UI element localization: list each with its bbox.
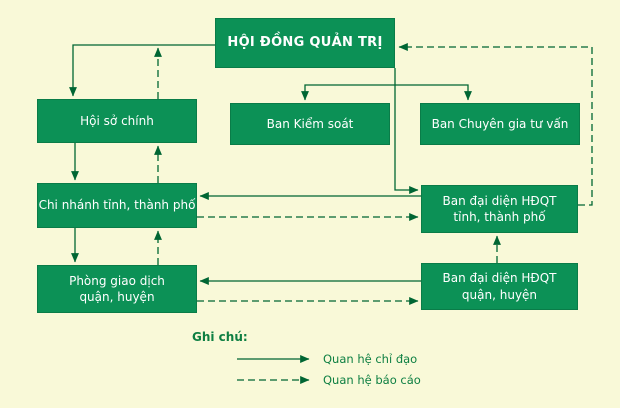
legend-reporting-line-sample — [237, 376, 310, 384]
legend-directive-row: Quan hệ chỉ đạo — [235, 352, 417, 366]
edge-hdqt-to-ban-chuyen-gia — [395, 84, 472, 101]
node-hoi-dong-quan-tri: HỘI ĐỒNG QUẢN TRỊ — [215, 18, 395, 68]
legend-reporting-row: Quan hệ báo cáo — [235, 373, 421, 387]
node-hoi-so-chinh: Hội sở chính — [37, 99, 197, 143]
legend-directive-label: Quan hệ chỉ đạo — [323, 352, 418, 366]
edge-hdqt-to-ban-dai-dien-tinh — [394, 68, 419, 194]
legend-reporting-label: Quan hệ báo cáo — [323, 373, 421, 387]
legend-directive-line-sample — [237, 355, 310, 363]
node-ban-dai-dien-hdqt-quan: Ban đại diện HĐQT quận, huyện — [421, 263, 578, 310]
edge-ban-dai-dien-tinh-report-hdqt — [398, 43, 593, 206]
edge-hdqt-to-ban-kiem-soat — [301, 84, 395, 101]
node-phong-giao-dich-quan-huyen: Phòng giao dịch quận, huyện — [37, 265, 197, 313]
node-chi-nhanh-tinh-thanh-pho: Chi nhánh tỉnh, thành phố — [37, 183, 197, 228]
node-ban-kiem-soat: Ban Kiểm soát — [230, 103, 390, 145]
node-ban-chuyen-gia-tu-van: Ban Chuyên gia tư vấn — [420, 103, 580, 145]
legend-heading: Ghi chú: — [192, 330, 248, 344]
node-ban-dai-dien-hdqt-tinh: Ban đại diện HĐQT tỉnh, thành phố — [421, 185, 578, 233]
edge-hdqt-to-hoi-so-chinh — [69, 44, 215, 97]
